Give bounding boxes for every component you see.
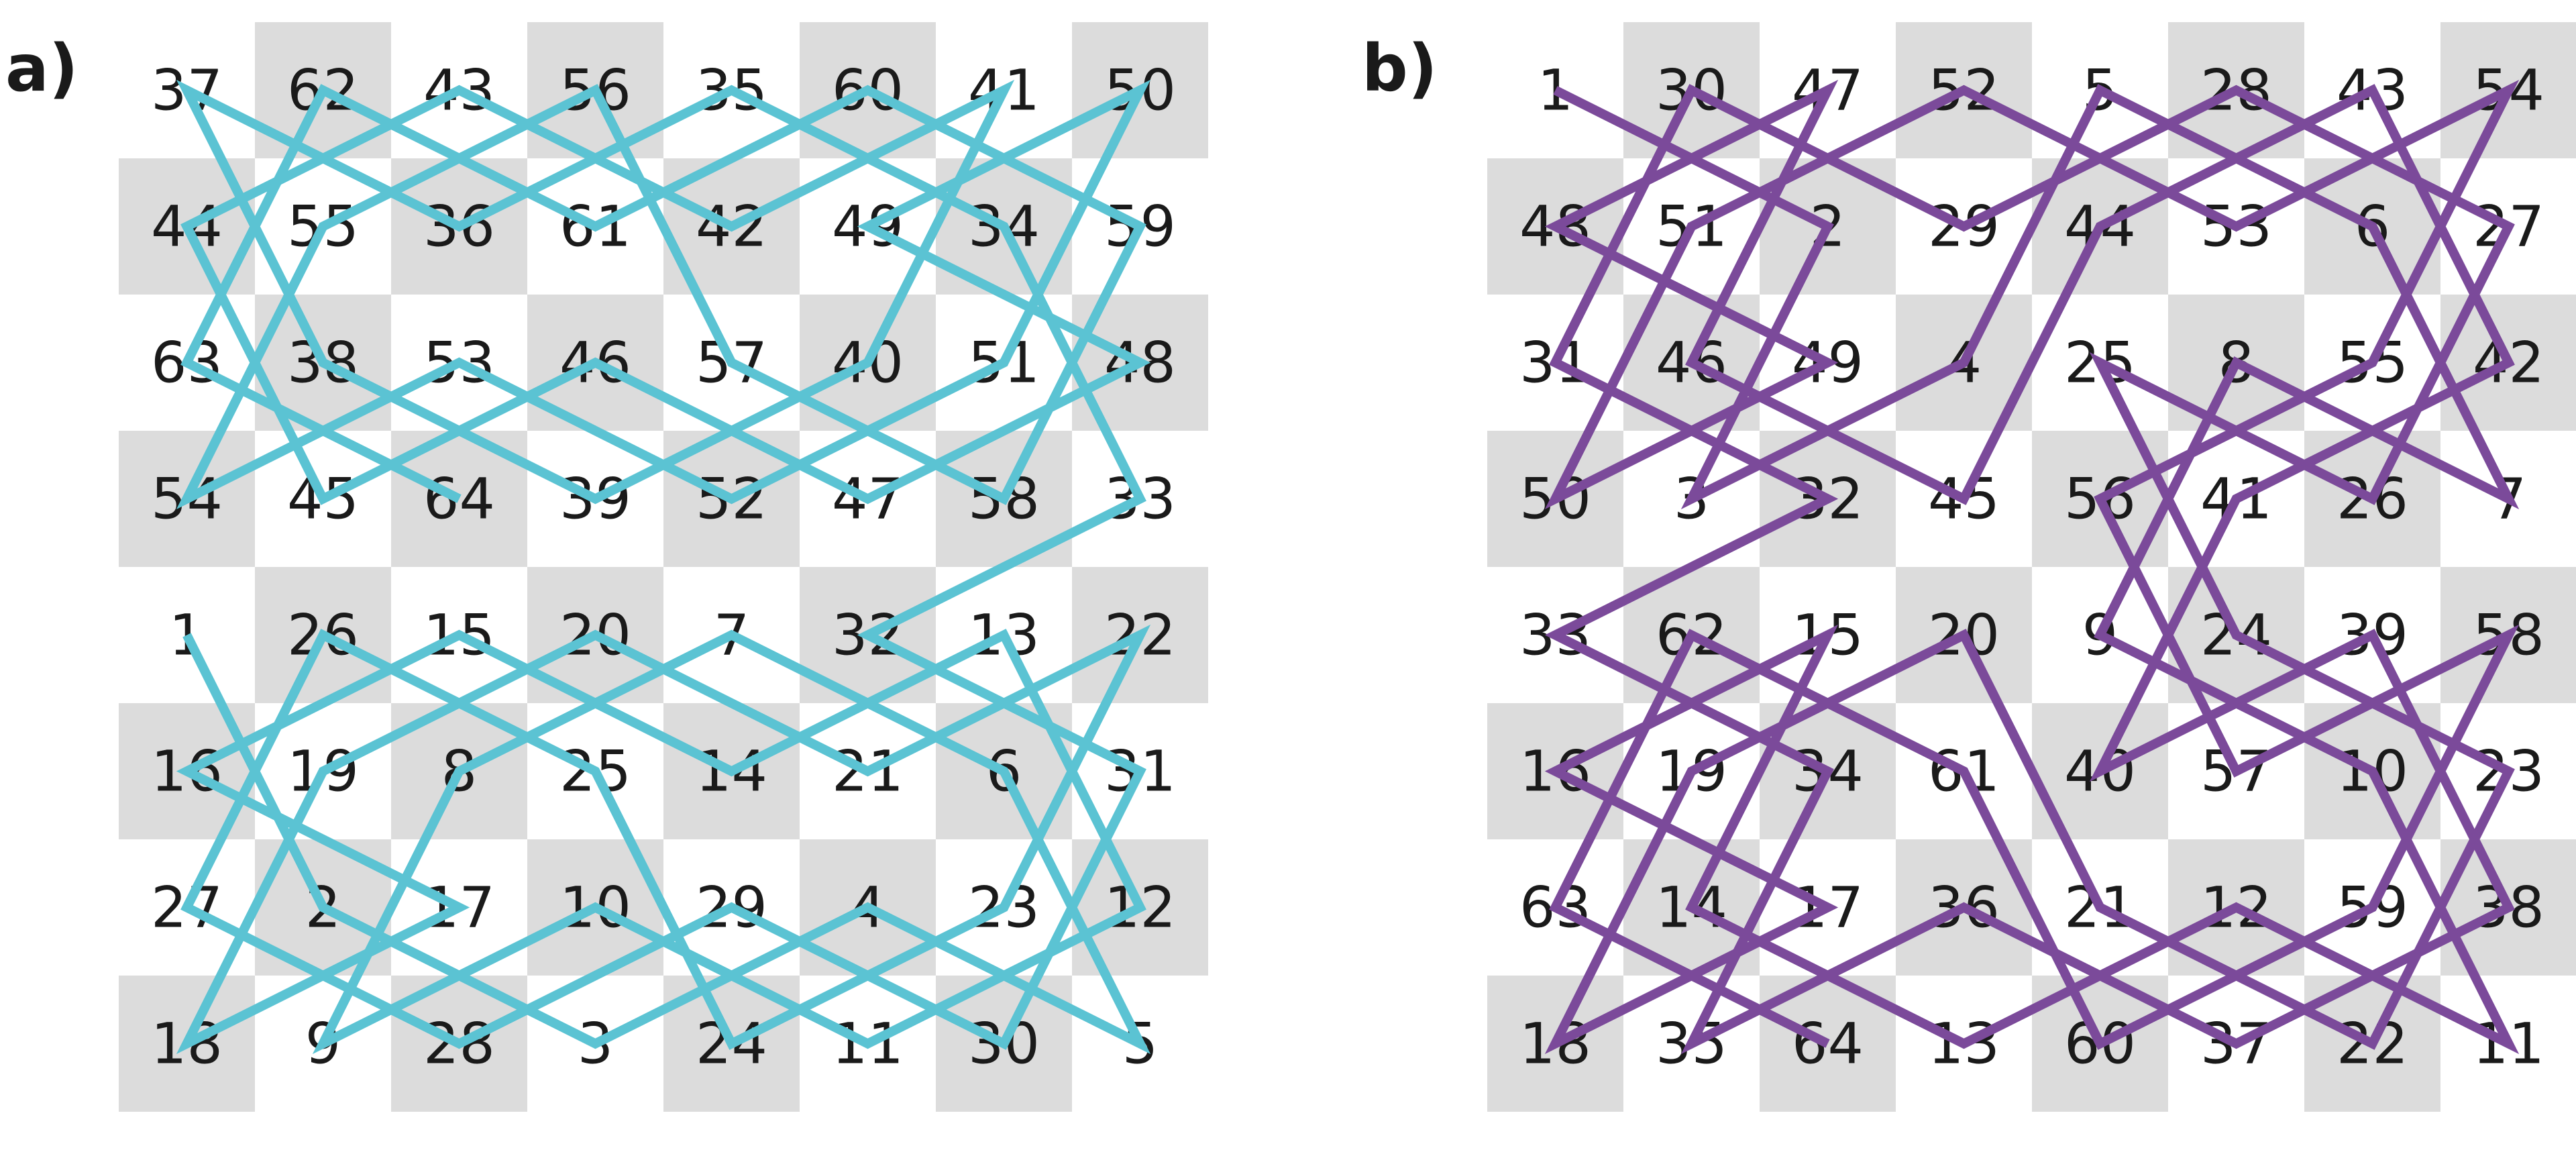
board-b-tour-path xyxy=(1544,79,2520,1055)
board-b-squares xyxy=(1487,22,2576,1112)
panel-label-a: a) xyxy=(5,31,78,106)
board-a-tour-line xyxy=(176,79,1151,1055)
board-a-squares xyxy=(119,22,1208,1112)
board-a-tour-path xyxy=(176,79,1151,1055)
board-b-tour-line xyxy=(1544,79,2520,1055)
panel-label-b: b) xyxy=(1362,31,1438,106)
